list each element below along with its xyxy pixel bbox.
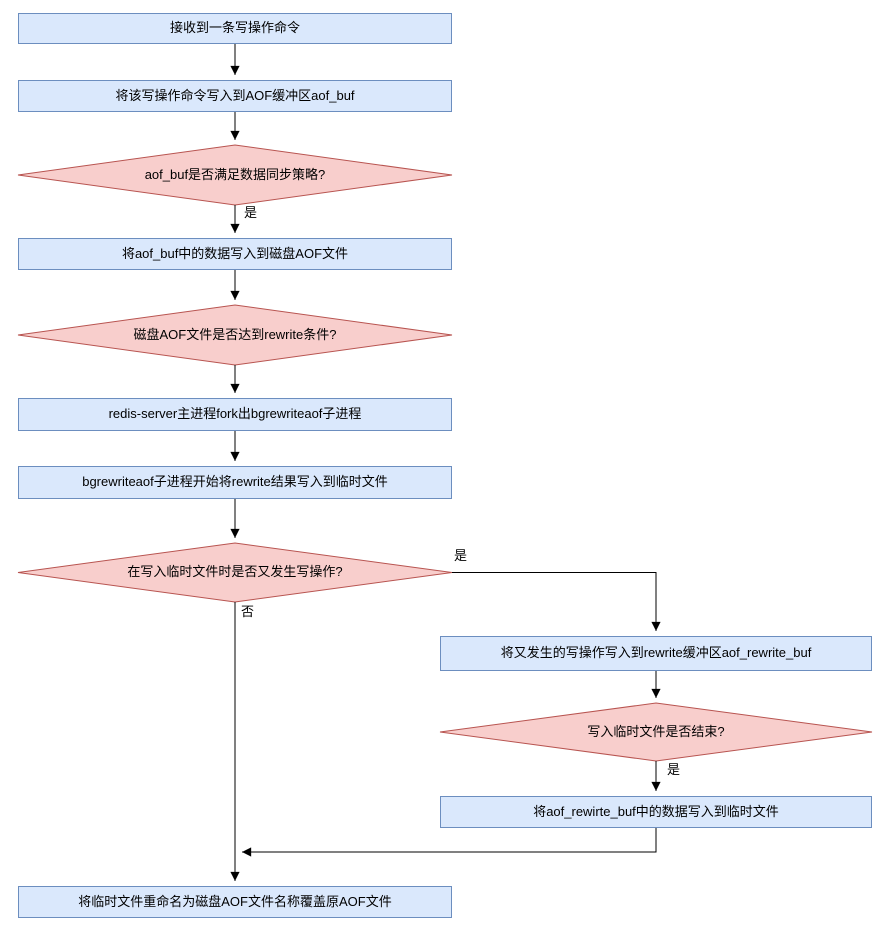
node-write-aof-buf-to-disk: 将aof_buf中的数据写入到磁盘AOF文件 bbox=[18, 238, 452, 270]
node-bgrewriteaof-write-temp-label: bgrewriteaof子进程开始将rewrite结果写入到临时文件 bbox=[82, 474, 388, 490]
node-fork-bgrewriteaof-label: redis-server主进程fork出bgrewriteaof子进程 bbox=[108, 406, 362, 422]
node-write-to-aof-buf: 将该写操作命令写入到AOF缓冲区aof_buf bbox=[18, 80, 452, 112]
decision-shape-temp-write-finished bbox=[439, 702, 873, 762]
node-fork-bgrewriteaof: redis-server主进程fork出bgrewriteaof子进程 bbox=[18, 398, 452, 431]
edge-label-sync-yes: 是 bbox=[243, 205, 259, 221]
node-rename-temp-file-label: 将临时文件重命名为磁盘AOF文件名称覆盖原AOF文件 bbox=[78, 893, 392, 909]
node-bgrewriteaof-write-temp: bgrewriteaof子进程开始将rewrite结果写入到临时文件 bbox=[18, 466, 452, 499]
decision-shape-write-occurred-during-temp bbox=[17, 542, 453, 603]
edge-label-new-writes-no: 否 bbox=[240, 604, 256, 620]
decision-shape-aof-buf-sync-policy bbox=[17, 144, 453, 206]
node-write-to-aof-rewrite-buf-label: 将又发生的写操作写入到rewrite缓冲区aof_rewrite_buf bbox=[500, 645, 812, 661]
edge-new-writes-yes-branch bbox=[452, 572, 661, 631]
node-write-aof-buf-to-disk-label: 将aof_buf中的数据写入到磁盘AOF文件 bbox=[121, 245, 349, 261]
node-write-to-aof-buf-label: 将该写操作命令写入到AOF缓冲区aof_buf bbox=[115, 87, 355, 103]
node-receive-write-command-label: 接收到一条写操作命令 bbox=[169, 20, 300, 36]
node-rename-temp-file: 将临时文件重命名为磁盘AOF文件名称覆盖原AOF文件 bbox=[18, 886, 452, 918]
node-receive-write-command: 接收到一条写操作命令 bbox=[18, 13, 452, 44]
node-write-rewrite-buf-to-temp: 将aof_rewirte_buf中的数据写入到临时文件 bbox=[440, 796, 872, 828]
decision-shape-disk-aof-rewrite-condition bbox=[17, 304, 453, 366]
node-write-to-aof-rewrite-buf: 将又发生的写操作写入到rewrite缓冲区aof_rewrite_buf bbox=[440, 636, 872, 671]
edge-label-new-writes-yes: 是 bbox=[453, 548, 469, 564]
edge-flush-rewrite-buf-to-rename-join bbox=[242, 828, 657, 857]
edge-label-temp-done-yes: 是 bbox=[666, 762, 682, 778]
node-write-rewrite-buf-to-temp-label: 将aof_rewirte_buf中的数据写入到临时文件 bbox=[533, 803, 779, 819]
